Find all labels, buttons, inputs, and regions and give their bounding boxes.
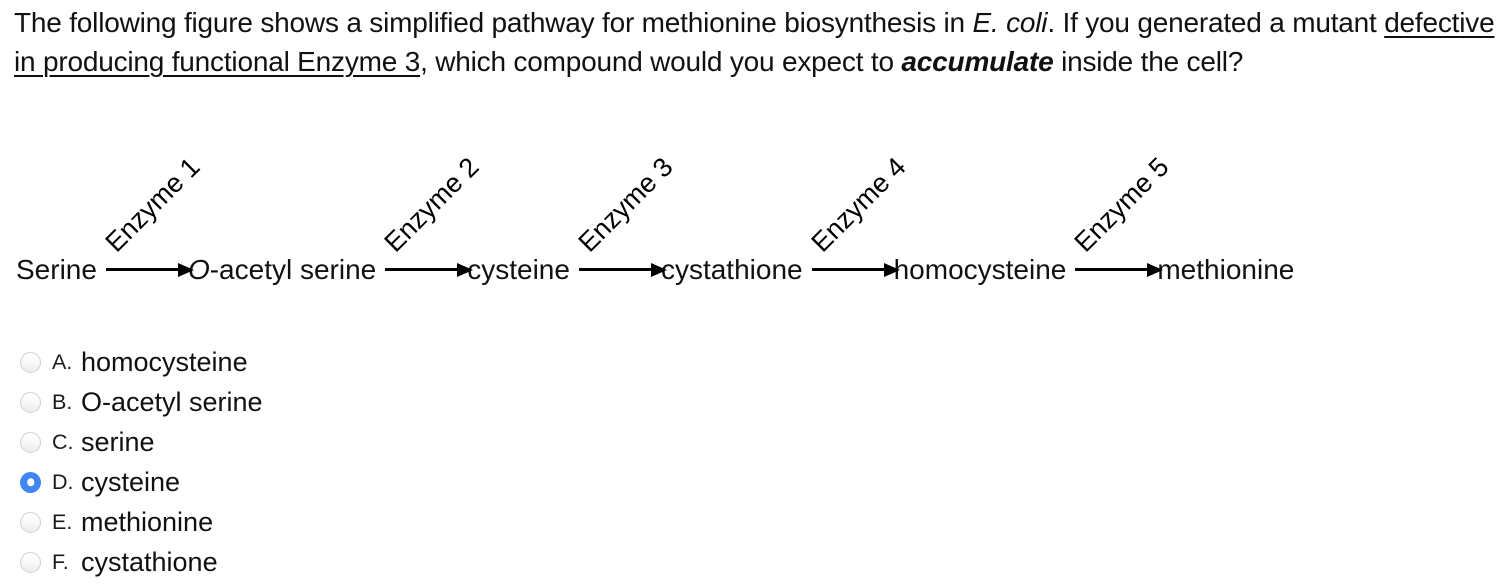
reaction-arrow-2: Enzyme 2	[379, 152, 485, 271]
question-part-4: inside the cell?	[1053, 45, 1244, 77]
option-d[interactable]: D. cysteine	[20, 462, 263, 502]
underlined-phrase: defective in producing functional Enzyme…	[14, 7, 1495, 77]
question-part-1: The following figure shows a simplified …	[14, 7, 973, 38]
radio-button-b[interactable]	[20, 391, 41, 413]
option-letter-e: E.	[52, 509, 73, 534]
pathway-diagram: Serine Enzyme 1 O-acetyl serine Enzyme 2…	[16, 152, 1295, 286]
answer-options: A. homocysteine B. O-acetyl serine C. se…	[20, 342, 263, 582]
enzyme-5-label: Enzyme 5	[1068, 151, 1175, 258]
compound-serine: Serine	[16, 254, 97, 285]
enzyme-4-label: Enzyme 4	[805, 151, 912, 258]
option-letter-d: D.	[52, 469, 74, 494]
option-label-d: cysteine	[81, 466, 181, 497]
compound-o-acetyl-serine: O-acetyl serine	[187, 254, 377, 285]
reaction-arrow-1: Enzyme 1	[99, 152, 206, 271]
reaction-arrow-4: Enzyme 4	[805, 152, 911, 271]
option-letter-b: B.	[52, 389, 73, 414]
question-part-2: . If you generated a mutant	[1047, 7, 1385, 38]
option-a[interactable]: A. homocysteine	[20, 342, 263, 382]
compound-methionine: methionine	[1157, 254, 1295, 285]
emphasized-word: accumulate	[901, 45, 1054, 77]
reaction-arrow-5: Enzyme 5	[1069, 152, 1175, 271]
option-label-b: O-acetyl serine	[81, 386, 263, 417]
option-letter-f: F.	[52, 549, 69, 574]
option-letter-a: A.	[52, 349, 73, 374]
option-letter-c: C.	[52, 429, 74, 454]
radio-button-e[interactable]	[20, 511, 41, 533]
option-label-f: cystathione	[81, 546, 218, 577]
option-label-a: homocysteine	[81, 346, 248, 377]
compound-homocysteine: homocysteine	[893, 254, 1067, 285]
radio-button-a[interactable]	[20, 351, 41, 373]
radio-button-d[interactable]	[20, 471, 41, 493]
option-f[interactable]: F. cystathione	[20, 542, 263, 582]
option-label-e: methionine	[81, 506, 214, 537]
enzyme-3-label: Enzyme 3	[572, 151, 679, 258]
reaction-arrow-3: Enzyme 3	[572, 152, 679, 271]
radio-button-c[interactable]	[20, 431, 41, 453]
question-text: The following figure shows a simplified …	[14, 4, 1504, 81]
question-part-3: , which compound would you expect to	[420, 45, 902, 77]
option-c[interactable]: C. serine	[20, 422, 263, 462]
option-label-c: serine	[81, 426, 155, 457]
option-e[interactable]: E. methionine	[20, 502, 263, 542]
compound-cystathione: cystathione	[660, 254, 803, 285]
compound-cysteine: cysteine	[467, 254, 570, 285]
enzyme-1-label: Enzyme 1	[99, 151, 206, 258]
enzyme-2-label: Enzyme 2	[378, 151, 485, 258]
option-b[interactable]: B. O-acetyl serine	[20, 382, 263, 422]
species-name: E. coli	[972, 7, 1048, 38]
radio-button-f[interactable]	[20, 551, 41, 573]
